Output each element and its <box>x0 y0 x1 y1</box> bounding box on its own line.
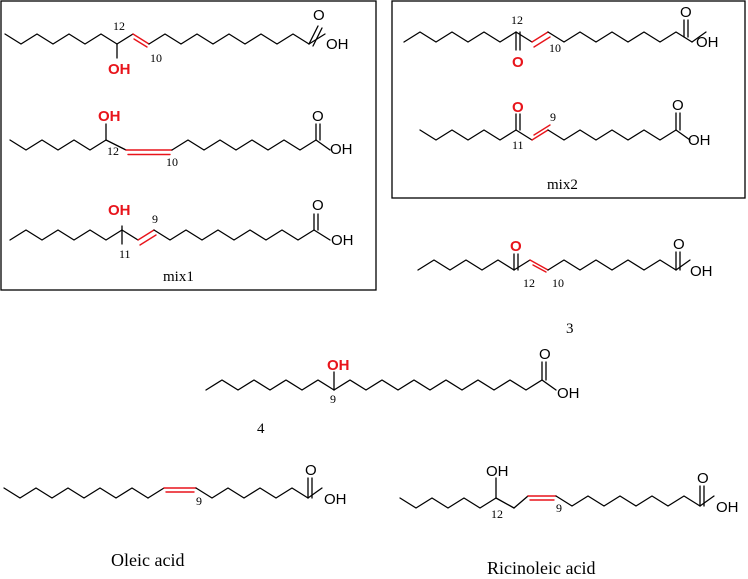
hydroxyl-label: OH <box>98 108 121 125</box>
compound-3-structure: O OH O 12 10 <box>417 236 713 290</box>
acid-oxygen-label: O <box>680 4 692 21</box>
hydroxyl-label: OH <box>486 463 509 480</box>
position-label: 10 <box>552 276 564 290</box>
acid-oh-label: OH <box>696 34 719 51</box>
position-label: 11 <box>512 138 524 152</box>
acid-oxygen-label: O <box>697 470 709 487</box>
acid-oxygen-label: O <box>312 197 324 214</box>
position-label: 12 <box>511 13 523 27</box>
position-label: 9 <box>330 392 336 406</box>
mix2-label: mix2 <box>547 177 578 193</box>
position-label: 12 <box>491 507 503 521</box>
acid-oh-label: OH <box>330 141 353 158</box>
position-label: 9 <box>556 501 562 515</box>
mix2-structure-a: O OH O 12 10 <box>403 4 719 71</box>
acid-oh-label: OH <box>716 499 739 516</box>
position-label: 11 <box>119 247 131 261</box>
mix1-structure-a: O OH OH 12 10 <box>4 7 349 78</box>
oleic-acid-structure: O OH 9 <box>3 462 347 508</box>
acid-oh-label: OH <box>331 232 354 249</box>
hydroxyl-label: OH <box>108 202 131 219</box>
acid-oxygen-label: O <box>313 7 325 24</box>
compound-4-structure: O OH OH 9 <box>205 346 580 406</box>
hydroxyl-label: OH <box>108 61 131 78</box>
ricinoleic-acid-label: Ricinoleic acid <box>487 558 595 578</box>
mix2-structure-b: O OH O 11 9 <box>419 97 711 152</box>
acid-oxygen-label: O <box>305 462 317 479</box>
position-label: 9 <box>550 110 556 124</box>
mix1-box <box>0 0 377 291</box>
position-label: 12 <box>523 276 535 290</box>
ketone-oxygen-label: O <box>510 238 522 255</box>
acid-oh-label: OH <box>690 263 713 280</box>
compound-4-label: 4 <box>257 421 265 437</box>
position-label: 12 <box>113 19 125 33</box>
acid-oxygen-label: O <box>673 236 685 253</box>
mix1-structure-b: O OH OH 12 10 <box>9 108 353 169</box>
acid-oh-label: OH <box>326 36 349 53</box>
mix2-box <box>391 0 746 199</box>
position-label: 10 <box>150 51 162 65</box>
acid-oh-label: OH <box>324 491 347 508</box>
position-label: 10 <box>166 155 178 169</box>
mix1-structure-c: O OH OH 11 9 <box>9 197 354 261</box>
ricinoleic-acid-structure: O OH OH 12 9 <box>399 463 739 521</box>
oleic-acid-label: Oleic acid <box>111 550 184 570</box>
compound-3-label: 3 <box>566 321 574 337</box>
position-label: 10 <box>549 41 561 55</box>
position-label: 12 <box>107 144 119 158</box>
ketone-oxygen-label: O <box>512 54 524 71</box>
acid-oxygen-label: O <box>672 97 684 114</box>
mix1-label: mix1 <box>163 269 194 285</box>
acid-oh-label: OH <box>688 132 711 149</box>
acid-oxygen-label: O <box>539 346 551 363</box>
ketone-oxygen-label: O <box>512 99 524 116</box>
acid-oh-label: OH <box>557 385 580 402</box>
hydroxyl-label: OH <box>327 357 350 374</box>
acid-oxygen-label: O <box>312 108 324 125</box>
position-label: 9 <box>196 494 202 508</box>
position-label: 9 <box>152 212 158 226</box>
